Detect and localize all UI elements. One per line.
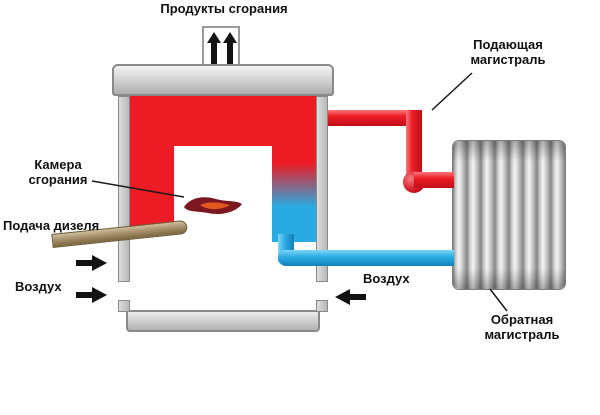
air-arrow-left-bottom-icon <box>76 287 107 303</box>
supply-pipe-vertical <box>406 110 422 186</box>
air-arrow-left-top-icon <box>76 255 107 271</box>
boiler-wall-right-upper <box>316 96 328 282</box>
flame-icon <box>184 197 242 214</box>
return-pipe-horizontal <box>278 250 454 266</box>
air-arrow-right-icon <box>335 289 366 305</box>
boiler-base <box>126 310 320 332</box>
label-diesel-supply: Подача дизеля <box>3 218 100 233</box>
return-pointer-line <box>489 288 508 312</box>
exhaust-up-arrows-icon <box>207 32 237 66</box>
boiler-wall-left-upper <box>118 96 130 282</box>
boiler-wall-left-lower <box>118 300 130 312</box>
supply-pointer-line <box>431 72 473 111</box>
radiator-shading <box>453 141 565 289</box>
label-combustion-chamber: Камера сгорания <box>28 157 88 187</box>
hot-jacket-left <box>130 96 174 232</box>
label-air-left: Воздух <box>15 279 62 294</box>
label-supply-line: Подающая магистраль <box>470 37 546 67</box>
supply-pipe-to-radiator <box>414 172 454 188</box>
label-return-line: Обратная магистраль <box>484 312 560 342</box>
label-air-right: Воздух <box>363 271 410 286</box>
label-combustion-products: Продукты сгорания <box>160 1 288 16</box>
radiator <box>452 140 566 290</box>
jacket-right-hot-to-cold <box>272 96 316 242</box>
supply-pipe-horizontal <box>328 110 422 126</box>
boiler-top-cap <box>112 64 334 96</box>
boiler-wall-right-lower <box>316 300 328 312</box>
chimney <box>202 26 240 68</box>
